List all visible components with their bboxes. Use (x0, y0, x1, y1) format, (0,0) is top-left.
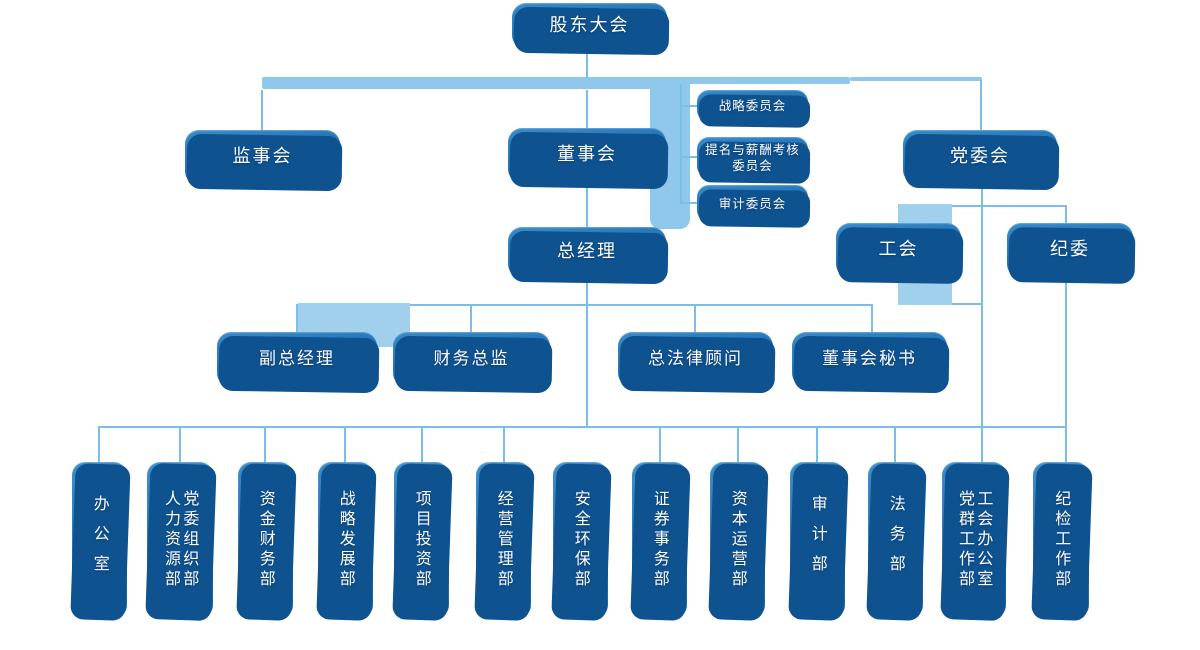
node-department: 证券事务部 (632, 462, 687, 618)
node-labor-union: 工会 (836, 223, 961, 278)
connector-line (694, 304, 696, 332)
connector-line (421, 426, 423, 462)
node-general-legal-counsel: 总法律顾问 (618, 332, 773, 387)
connector-line (262, 77, 660, 89)
node-deputy-general-manager: 副总经理 (217, 332, 377, 387)
connector-line (871, 304, 873, 332)
connector-line (1065, 205, 1067, 223)
node-discipline-committee: 纪委 (1007, 223, 1133, 278)
node-department: 资金财务部 (238, 462, 293, 618)
node-board-of-directors: 董事会 (508, 128, 666, 183)
connector-line (296, 304, 298, 332)
node-department: 战略发展部 (318, 462, 373, 618)
node-department: 纪检工作部 (1033, 462, 1089, 618)
connector-line (680, 105, 697, 107)
node-department: 法务部 (868, 462, 923, 618)
connector-line (680, 156, 697, 158)
connector-line (470, 304, 472, 332)
node-committee: 战略委员会 (697, 90, 808, 122)
connector-line (586, 48, 588, 78)
node-department: 审计部 (790, 462, 845, 618)
node-party-committee: 党委会 (903, 130, 1057, 184)
connector-line (850, 77, 982, 81)
connector-line (952, 303, 982, 305)
connector-line (98, 426, 1067, 428)
node-department: 经营管理部 (476, 462, 531, 618)
node-department: 项目投资部 (394, 462, 449, 618)
connector-line (816, 426, 818, 462)
connector-line (660, 77, 850, 84)
connector-line (659, 426, 661, 462)
node-department: 党委组织部人力资源部 (147, 462, 213, 618)
connector-line (503, 426, 505, 462)
connector-line (586, 90, 588, 128)
node-committee: 审计委员会 (697, 185, 808, 222)
connector-line (680, 84, 682, 204)
node-supervisory-board: 监事会 (185, 130, 340, 185)
node-cfo: 财务总监 (393, 332, 550, 387)
connector-line (344, 426, 346, 462)
connector-line (586, 277, 588, 427)
node-department: 办公室 (72, 462, 127, 618)
node-general-manager: 总经理 (508, 227, 666, 278)
node-department: 资本运营部 (710, 462, 765, 618)
connector-line (296, 304, 873, 306)
connector-line (952, 205, 1066, 207)
connector-line (98, 426, 100, 462)
node-department: 安全环保部 (553, 462, 608, 618)
node-committee: 提名与薪酬考核委员会 (697, 137, 808, 178)
connector-line (179, 426, 181, 462)
connector-line (586, 183, 588, 227)
node-board-secretary: 董事会秘书 (792, 332, 947, 387)
connector-line (894, 426, 896, 462)
connector-line (980, 80, 982, 130)
node-department: 工会办公室党群工作部 (942, 462, 1006, 618)
connector-line (981, 183, 983, 462)
node-shareholders-meeting: 股东大会 (512, 3, 667, 49)
connector-line (261, 90, 263, 130)
connector-line (680, 202, 697, 204)
connector-line (737, 426, 739, 462)
connector-line (1065, 278, 1067, 462)
connector-line (264, 426, 266, 462)
